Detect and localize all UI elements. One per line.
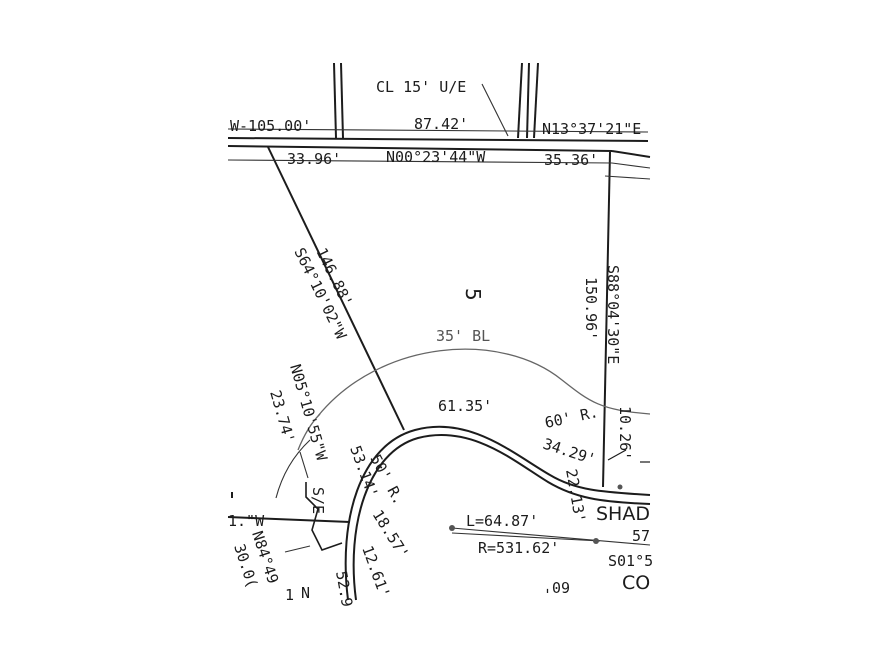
dim-line-top [227,128,649,133]
cul-de-sac-point [617,484,623,490]
street-name-partial: SHAD [596,503,650,525]
dim-34-29: 34.29' [541,435,598,469]
side-right-bearing: S88°04'30"E [604,265,622,364]
lower-left-lot-line [227,516,351,523]
upper-lot-line [227,137,649,142]
dim-35-36: 35.36' [544,151,598,169]
bearing-n00: N00°23'44"W [386,148,486,166]
dim-60-partial: 60' [543,578,570,596]
dim-line-second [227,159,613,164]
cul-de-sac-curve-outer [344,425,651,601]
n-partial: N [301,584,310,602]
dim-87-42: 87.42' [414,115,468,133]
easement-line-right-c [533,62,539,139]
se-label: S/E [309,487,327,514]
dim-12-61: 12.61' [358,543,393,600]
left-extension-arc [275,439,311,499]
bearing-n13: N13°37'21"E [542,120,641,138]
lot-number: 5 [461,288,485,301]
easement-label: CL 15' U/E [376,78,466,96]
arc-61-35: 61.35' [438,397,492,415]
dim-52-9: 52.9 [332,570,356,609]
building-line-arc [317,348,651,417]
side-leader [284,545,311,553]
dim-57: 57 [632,527,650,545]
chord-point [593,538,599,544]
co-partial: CO [622,572,650,594]
top-lot-line-right [611,150,651,158]
top-lot-line [227,145,613,152]
easement-line-right-a [517,62,523,139]
curve-radius: R=531.62' [478,539,559,557]
lot-side-right [602,151,611,488]
dim-w-105: W-105.00' [230,117,311,135]
dim-10-26: 10.26' [616,406,634,460]
curve-length: L=64.87' [466,512,538,530]
bearing-s01: S01°5 [608,552,653,570]
dim-23-74: 23.74' [266,388,298,445]
cul-de-sac-curve-inner [352,433,651,601]
dim-line-right-top [611,162,651,169]
radius-60: 60' R. [543,403,600,432]
n05-leader [299,451,309,479]
easement-line-left-a [333,62,337,139]
building-line-label: 35' BL [436,327,490,345]
side-right-distance: 150.96' [582,277,600,340]
bearing-n05: N05°10'55"W [286,362,331,463]
easement-leader [481,83,509,137]
dim-33-96: 33.96' [287,150,341,168]
se-easement-box [305,482,343,551]
building-line-arc-left [297,413,321,451]
easement-line-left-b [340,62,344,139]
easement-line-right-b [526,62,530,139]
right-leader [607,449,627,461]
curve-point [449,525,455,531]
w-partial: 1."W [228,512,265,530]
one-partial: 1 [285,586,294,604]
dim-line-right-second [604,175,651,180]
curve-chord [451,527,651,546]
dim-22-13: 22.13' [562,468,589,524]
curve-chord-2 [451,532,601,542]
lot-side-left [267,146,405,431]
